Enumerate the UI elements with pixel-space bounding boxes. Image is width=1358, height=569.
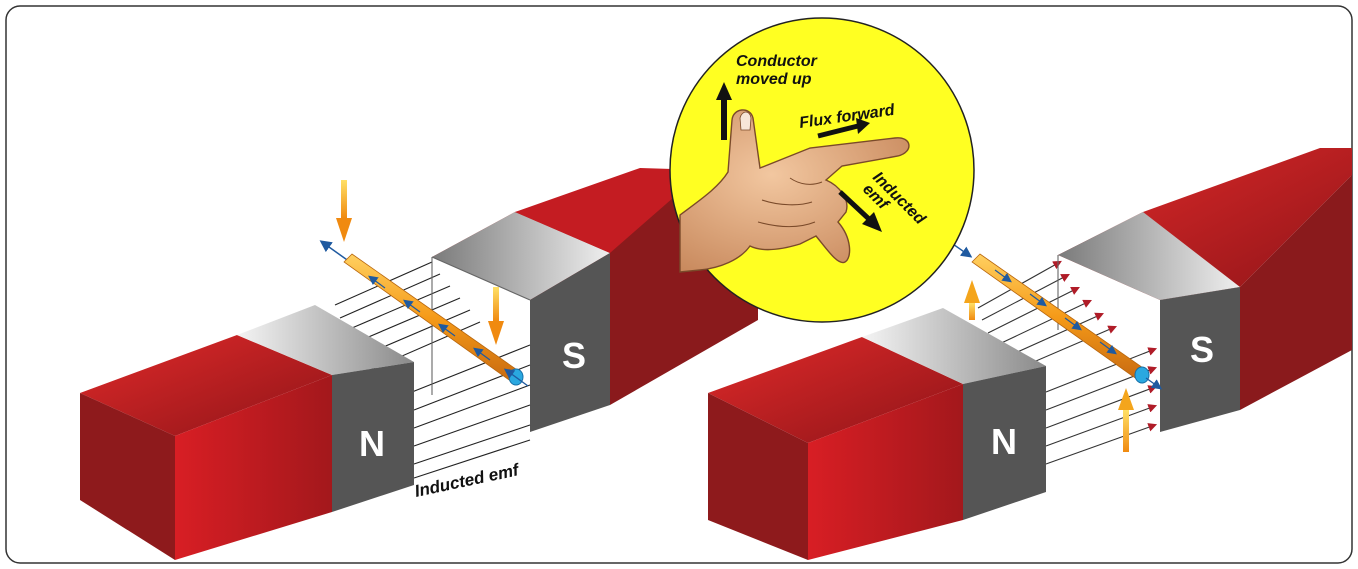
flux-forward-arrow (856, 118, 870, 134)
right-south-pole-label: S (1190, 329, 1214, 370)
left-down-arrow-1 (336, 218, 352, 242)
right-flux-arrows (977, 255, 1158, 465)
conductor-up-arrow (716, 82, 732, 100)
left-motion-arrows (336, 180, 504, 345)
conductor-label-line1: Conductor (736, 53, 818, 70)
left-north-pole-label: N (359, 423, 385, 464)
inducted-emf-arrow (862, 212, 882, 232)
right-north-pole-label: N (991, 421, 1017, 462)
left-flux-lines (334, 256, 531, 479)
conductor-label-line2: moved up (736, 71, 812, 88)
right-hand-rule-callout: Conductor moved up Flux forward Inducted… (669, 17, 975, 323)
left-south-pole-label: S (562, 335, 586, 376)
right-south-magnet: S (1058, 148, 1352, 432)
right-assembly: S (708, 148, 1352, 560)
right-motion-arrows (964, 280, 1134, 452)
left-down-arrow-2 (488, 321, 504, 345)
left-assembly: S (80, 168, 758, 560)
left-south-magnet: S (432, 168, 758, 432)
left-north-magnet: N (80, 305, 414, 560)
hand-icon (679, 109, 910, 273)
right-north-magnet: N (708, 308, 1046, 560)
callout-arrows (716, 82, 882, 232)
right-conductor-end (1134, 366, 1150, 384)
right-conductor (949, 241, 1163, 390)
right-up-arrow-1 (964, 280, 980, 303)
right-up-arrow-2 (1118, 388, 1134, 410)
left-conductor (319, 240, 529, 387)
